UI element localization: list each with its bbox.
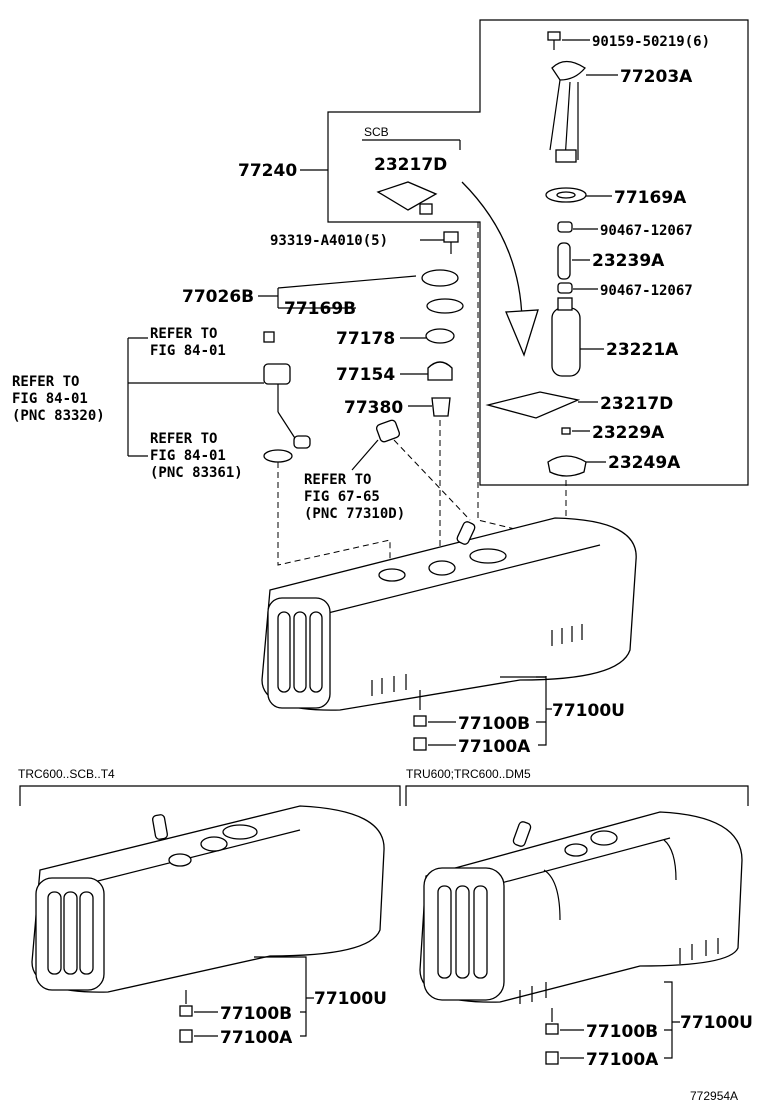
refer-4-line-2: FIG 67-65 (304, 489, 380, 505)
variant-right-label: TRU600;TRC600..DM5 (406, 767, 531, 781)
fuel-tank-right-variant (419, 811, 743, 1004)
filler-cap-icon (421, 269, 459, 287)
hose-connector-icon (376, 419, 400, 443)
bolt-icon (545, 1051, 559, 1065)
label-77154: 77154 (336, 365, 395, 385)
fuel-tank-left-variant (31, 805, 385, 993)
refer-leader-tree (127, 337, 264, 457)
label-77026b: 77026B (182, 287, 254, 307)
refer-3-line-3: (PNC 83361) (150, 465, 243, 481)
label-77100b-main: 77100B (458, 714, 530, 734)
bolt-icon (413, 737, 427, 751)
label-23217d-top: 23217D (374, 155, 447, 175)
label-77100b-left: 77100B (220, 1004, 292, 1024)
refer-3-line-2: FIG 84-01 (150, 448, 226, 464)
label-90467-a: 90467-12067 (600, 223, 693, 239)
valve-icon (431, 397, 451, 417)
label-77100a-main: 77100A (458, 737, 531, 757)
nut-icon (413, 715, 427, 727)
label-23239a: 23239A (592, 251, 665, 271)
refer-4-line-3: (PNC 77310D) (304, 506, 405, 522)
nut-icon (179, 1005, 193, 1017)
nut-icon (545, 1023, 559, 1035)
refer-4-line-1: REFER TO (304, 472, 371, 488)
figure-code: 772954A (690, 1089, 738, 1103)
label-90159: 90159-50219(6) (592, 34, 710, 50)
fuel-pump-icon (551, 297, 581, 377)
label-77100a-right: 77100A (586, 1050, 659, 1070)
cap-icon (427, 361, 453, 381)
cushion-icon (547, 455, 587, 477)
label-93319: 93319-A4010(5) (270, 233, 388, 249)
refer-2-line-3: (PNC 83320) (12, 408, 105, 424)
gasket-icon (263, 449, 293, 463)
refer-2-line-1: REFER TO (12, 374, 79, 390)
variant-left-bracket (19, 785, 401, 806)
screw-icon (547, 31, 561, 50)
label-77203a: 77203A (620, 67, 693, 87)
label-77178: 77178 (336, 329, 395, 349)
sender-gauge-icon (549, 60, 586, 163)
refer-1-line-2: FIG 84-01 (150, 343, 226, 359)
bolt-icon (443, 231, 459, 254)
gasket-icon (426, 298, 464, 314)
bolt-icon (263, 331, 275, 343)
refer-3-line-1: REFER TO (150, 431, 217, 447)
refer-2-line-2: FIG 84-01 (12, 391, 88, 407)
filter-icon (485, 391, 581, 419)
label-23221a: 23221A (606, 340, 679, 360)
leader-77100u-right (560, 981, 680, 1059)
flow-arrow-head (505, 309, 539, 357)
label-23229a: 23229A (592, 423, 665, 443)
label-77240: 77240 (238, 161, 297, 181)
clip-icon (561, 427, 571, 435)
label-90467-b: 90467-12067 (600, 283, 693, 299)
label-77100u-main: 77100U (552, 701, 625, 721)
leader-77100u-main (428, 676, 552, 746)
hose-icon (557, 242, 571, 280)
leader-77026b (258, 275, 417, 309)
label-77169b: 77169B (284, 299, 356, 319)
clamp-icon (557, 221, 573, 233)
fuel-tank-main (261, 517, 637, 711)
label-23249a: 23249A (608, 453, 681, 473)
label-77100b-right: 77100B (586, 1022, 658, 1042)
leader-77100u-left (194, 956, 314, 1037)
variant-right-bracket (405, 785, 749, 806)
label-23217d-bottom: 23217D (600, 394, 673, 414)
pump-assembly-frame (327, 19, 749, 486)
level-sender-icon (263, 363, 311, 449)
label-77100a-left: 77100A (220, 1028, 293, 1048)
filter-scb-icon (376, 181, 438, 215)
clamp-icon (557, 282, 573, 294)
ring-icon (425, 328, 455, 344)
refer-1-line-1: REFER TO (150, 326, 217, 342)
variant-left-label: TRC600..SCB..T4 (18, 767, 115, 781)
label-77100u-left: 77100U (314, 989, 387, 1009)
label-77380: 77380 (344, 398, 403, 418)
bolt-icon (179, 1029, 193, 1043)
label-77100u-right: 77100U (680, 1013, 753, 1033)
label-77169a: 77169A (614, 188, 687, 208)
flow-arrow (461, 181, 523, 321)
label-scb: SCB (364, 125, 389, 139)
